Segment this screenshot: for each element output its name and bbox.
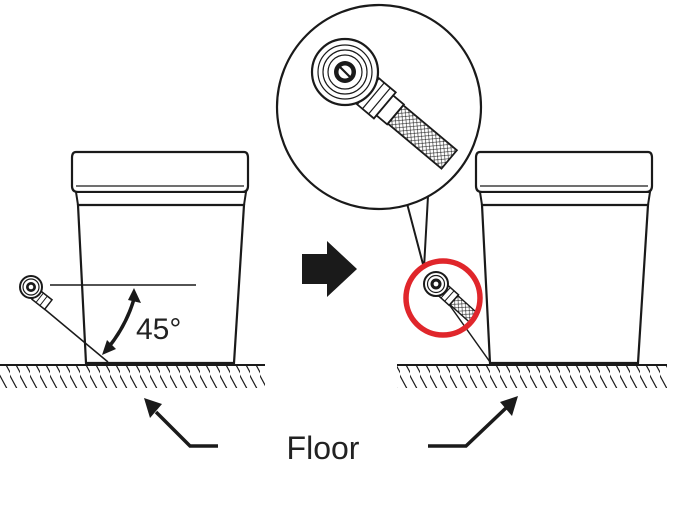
zoom-callout [275,3,483,269]
right-hose-fitting [423,271,479,323]
right-floor [397,364,667,388]
magnified-hose-fitting [310,37,459,170]
right-arrow-icon [302,241,357,297]
angle-label: 45° [136,313,181,346]
left-panel: 45° [0,150,265,388]
curved-double-arrow-icon [102,288,141,355]
floor-label: Floor [287,430,360,466]
right-toilet [474,150,654,365]
floor-pointer-right [428,396,518,448]
right-panel [275,3,667,388]
left-toilet [70,150,250,365]
floor-pointer-left [144,398,218,448]
left-hose-fitting [19,275,196,363]
highlight-circle [403,258,483,338]
left-floor [0,364,265,388]
